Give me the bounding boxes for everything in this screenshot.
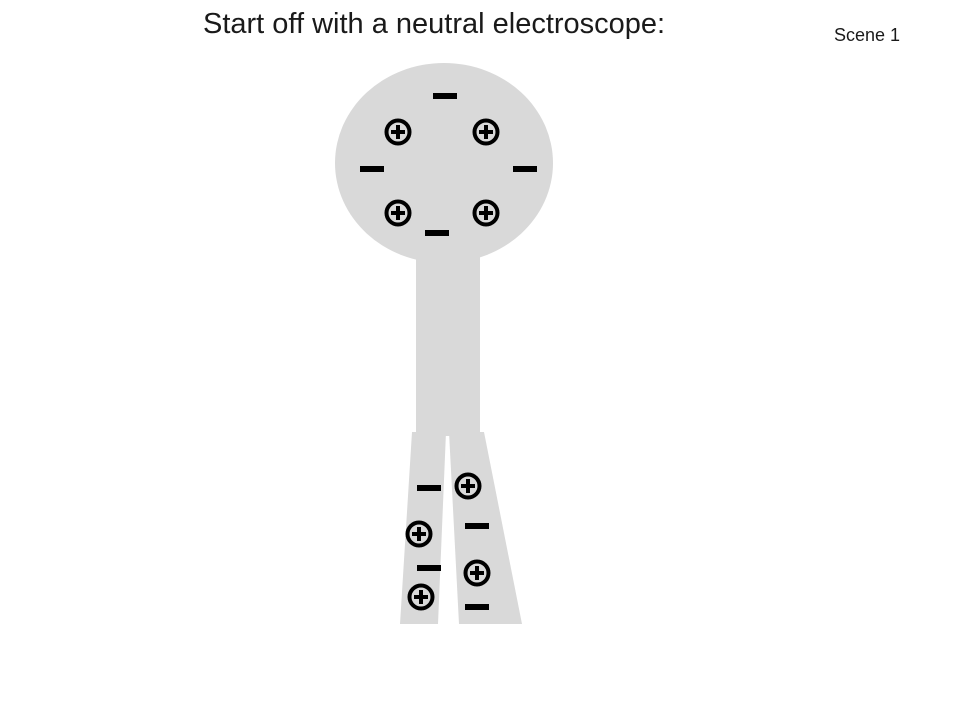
- slide-title: Start off with a neutral electroscope:: [203, 8, 666, 40]
- negative-charge-icon: [417, 565, 441, 571]
- negative-charge-icon: [417, 485, 441, 491]
- positive-charge-icon: [454, 472, 482, 500]
- leaf-charges: [405, 472, 491, 611]
- negative-charge-icon: [513, 166, 537, 172]
- scene-label: Scene 1: [834, 25, 901, 45]
- positive-charge-icon: [407, 583, 435, 611]
- positive-charge-icon: [384, 199, 412, 227]
- positive-charge-icon: [472, 199, 500, 227]
- negative-charge-icon: [433, 93, 457, 99]
- negative-charge-icon: [465, 604, 489, 610]
- negative-charge-icon: [360, 166, 384, 172]
- left-leaf: [400, 432, 446, 624]
- electroscope-body: [335, 63, 553, 624]
- electroscope-rod: [416, 240, 480, 436]
- positive-charge-icon: [463, 559, 491, 587]
- negative-charge-icon: [425, 230, 449, 236]
- bulb-charges: [360, 93, 537, 236]
- positive-charge-icon: [384, 118, 412, 146]
- positive-charge-icon: [472, 118, 500, 146]
- positive-charge-icon: [405, 520, 433, 548]
- negative-charge-icon: [465, 523, 489, 529]
